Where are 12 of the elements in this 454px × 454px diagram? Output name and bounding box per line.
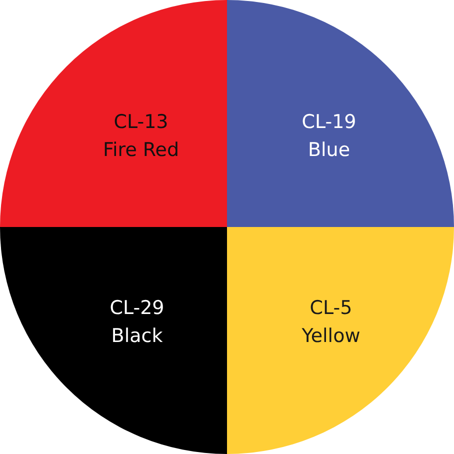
swatch-code: CL-13 bbox=[112, 110, 170, 135]
swatch-code: CL-19 bbox=[302, 110, 356, 135]
swatch-name: Black bbox=[110, 324, 164, 349]
swatch-code: CL-5 bbox=[308, 296, 354, 321]
swatch-name: Yellow bbox=[302, 324, 360, 349]
swatch-name: Blue bbox=[306, 138, 352, 163]
pie-segment bbox=[0, 0, 227, 227]
pie-segment bbox=[0, 227, 227, 454]
swatch-name: Fire Red bbox=[102, 138, 180, 163]
pie-segment bbox=[227, 227, 454, 454]
swatch-code: CL-29 bbox=[110, 296, 164, 321]
pie-segment bbox=[227, 0, 454, 227]
